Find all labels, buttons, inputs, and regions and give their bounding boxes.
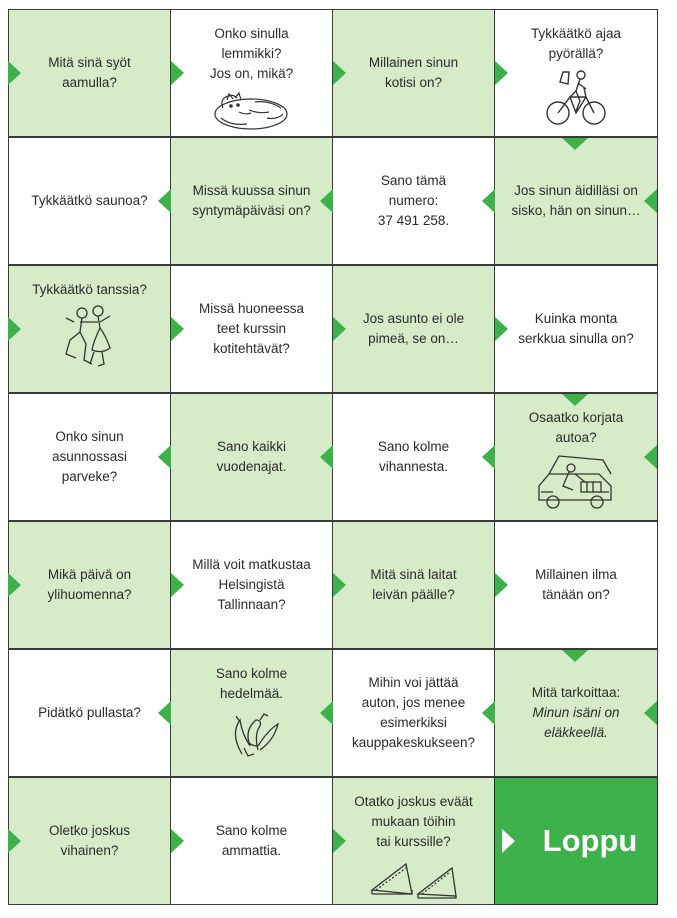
path-arrow-right-icon bbox=[333, 317, 346, 341]
board-square-r7-c2: Sano kolme ammattia. bbox=[170, 777, 333, 905]
board-square-r2-c2: Missä kuussa sinun syntymäpäiväsi on? bbox=[170, 137, 333, 265]
path-arrow-right-icon bbox=[333, 573, 346, 597]
square-question: Osaatko korjata autoa? bbox=[528, 410, 624, 445]
path-arrow-left-icon bbox=[644, 445, 657, 469]
path-arrow-left-icon bbox=[482, 445, 495, 469]
finish-square: Loppu bbox=[494, 777, 658, 905]
path-arrow-left-icon bbox=[320, 445, 333, 469]
board-square-r5-c1: Mikä päivä on ylihuomenna? bbox=[8, 521, 171, 649]
path-arrow-down-icon bbox=[562, 394, 588, 406]
square-question: Millä voit matkustaa Helsingistä Tallinn… bbox=[192, 557, 311, 612]
board-square-r6-c1: Pidätkö pullasta? bbox=[8, 649, 171, 777]
board-square-r1-c2: Onko sinulla lemmikki? Jos on, mikä? bbox=[170, 9, 333, 137]
square-question: Pidätkö pullasta? bbox=[38, 705, 141, 720]
square-question: Mitä sinä laitat leivän päälle? bbox=[370, 567, 457, 602]
board-square-r6-c2: Sano kolme hedelmää. bbox=[170, 649, 333, 777]
board-square-r6-c3: Mihin voi jättää auton, jos menee esimer… bbox=[332, 649, 495, 777]
board-square-r2-c3: Sano tämä numero: 37 491 258. bbox=[332, 137, 495, 265]
board-square-r6-c4: Mitä tarkoittaa: Minun isäni on eläkkeell… bbox=[494, 649, 658, 777]
path-arrow-right-icon bbox=[8, 317, 21, 341]
square-question: Sano tämä numero: 37 491 258. bbox=[377, 173, 450, 228]
path-arrow-down-icon bbox=[562, 138, 588, 150]
square-question: Tykkäätkö ajaa pyörällä? bbox=[530, 26, 622, 61]
square-question: Tykkäätkö saunoa? bbox=[31, 193, 148, 208]
path-arrow-right-icon bbox=[171, 61, 184, 85]
board-square-r3-c4: Kuinka monta serkkua sinulla on? bbox=[494, 265, 658, 393]
path-arrow-right-icon bbox=[8, 573, 21, 597]
path-arrow-down-icon bbox=[562, 650, 588, 662]
cyclist-icon bbox=[545, 68, 607, 134]
square-question: Onko sinulla lemmikki? Jos on, mikä? bbox=[209, 26, 294, 81]
path-arrow-left-icon bbox=[644, 189, 657, 213]
path-arrow-right-icon bbox=[333, 829, 346, 853]
path-arrow-right-icon bbox=[495, 317, 508, 341]
square-italic-phrase: Minun isäni on eläkkeellä. bbox=[532, 705, 620, 740]
board-square-r4-c3: Sano kolme vihannesta. bbox=[332, 393, 495, 521]
square-question: Jos asunto ei ole pimeä, se on… bbox=[362, 311, 465, 346]
finish-arrow-icon bbox=[502, 829, 515, 853]
finish-label: Loppu bbox=[542, 823, 638, 858]
square-question: Tykkäätkö tanssia? bbox=[32, 282, 147, 297]
path-arrow-left-icon bbox=[158, 445, 171, 469]
board-square-r7-c3: Otatko joskus eväät mukaan töihin tai ku… bbox=[332, 777, 495, 905]
path-arrow-right-icon bbox=[495, 573, 508, 597]
square-question: Otatko joskus eväät mukaan töihin tai ku… bbox=[354, 794, 473, 849]
board-square-r4-c2: Sano kaikki vuodenajat. bbox=[170, 393, 333, 521]
path-arrow-left-icon bbox=[320, 189, 333, 213]
square-question: Millainen sinun kotisi on? bbox=[368, 55, 459, 90]
board-square-r3-c1: Tykkäätkö tanssia? bbox=[8, 265, 171, 393]
square-question: Mitä tarkoittaa: bbox=[531, 685, 621, 700]
car-repair-icon bbox=[531, 452, 621, 516]
square-question: Oletko joskus vihainen? bbox=[48, 823, 131, 858]
board-square-r2-c4: Jos sinun äidilläsi on sisko, hän on sin… bbox=[494, 137, 658, 265]
square-question: Missä kuussa sinun syntymäpäiväsi on? bbox=[192, 183, 311, 218]
board-square-r1-c3: Millainen sinun kotisi on? bbox=[332, 9, 495, 137]
path-arrow-left-icon bbox=[482, 189, 495, 213]
square-question: Missä huoneessa teet kurssin kotitehtävä… bbox=[198, 301, 305, 356]
square-question: Sano kolme hedelmää. bbox=[215, 666, 288, 701]
path-arrow-right-icon bbox=[171, 317, 184, 341]
square-question: Millainen ilma tänään on? bbox=[535, 567, 617, 602]
path-arrow-left-icon bbox=[158, 189, 171, 213]
square-question: Onko sinun asunnossasi parveke? bbox=[51, 429, 128, 484]
cat-icon bbox=[209, 88, 295, 138]
board-square-r5-c2: Millä voit matkustaa Helsingistä Tallinn… bbox=[170, 521, 333, 649]
board-square-r3-c3: Jos asunto ei ole pimeä, se on… bbox=[332, 265, 495, 393]
square-question: Kuinka monta serkkua sinulla on? bbox=[518, 311, 634, 346]
square-question: Jos sinun äidilläsi on sisko, hän on sin… bbox=[511, 183, 641, 218]
board-square-r5-c4: Millainen ilma tänään on? bbox=[494, 521, 658, 649]
square-question: Mihin voi jättää auton, jos menee esimer… bbox=[351, 675, 476, 750]
path-arrow-left-icon bbox=[158, 701, 171, 725]
board-square-r4-c4: Osaatko korjata autoa? bbox=[494, 393, 658, 521]
path-arrow-right-icon bbox=[495, 61, 508, 85]
square-question: Mitä sinä syöt aamulla? bbox=[48, 55, 131, 90]
board-square-r4-c1: Onko sinun asunnossasi parveke? bbox=[8, 393, 171, 521]
board-square-r5-c3: Mitä sinä laitat leivän päälle? bbox=[332, 521, 495, 649]
banana-icon bbox=[224, 708, 280, 764]
path-arrow-right-icon bbox=[333, 61, 346, 85]
square-question: Sano kolme ammattia. bbox=[215, 823, 288, 858]
path-arrow-left-icon bbox=[644, 701, 657, 725]
path-arrow-right-icon bbox=[171, 829, 184, 853]
board-square-r2-c1: Tykkäätkö saunoa? bbox=[8, 137, 171, 265]
path-arrow-right-icon bbox=[171, 573, 184, 597]
path-arrow-right-icon bbox=[8, 61, 21, 85]
sandwich-icon bbox=[368, 856, 460, 906]
path-arrow-left-icon bbox=[320, 701, 333, 725]
square-question: Sano kolme vihannesta. bbox=[377, 439, 450, 474]
path-arrow-right-icon bbox=[8, 829, 21, 853]
board-square-r7-c1: Oletko joskus vihainen? bbox=[8, 777, 171, 905]
path-arrow-left-icon bbox=[482, 701, 495, 725]
square-question: Mikä päivä on ylihuomenna? bbox=[47, 567, 132, 602]
square-question: Sano kaikki vuodenajat. bbox=[216, 439, 287, 474]
board-square-r1-c1: Mitä sinä syöt aamulla? bbox=[8, 9, 171, 137]
board-square-r1-c4: Tykkäätkö ajaa pyörällä? bbox=[494, 9, 658, 137]
board-square-r3-c2: Missä huoneessa teet kurssin kotitehtävä… bbox=[170, 265, 333, 393]
game-board: Mitä sinä syöt aamulla? Onko sinulla lemm… bbox=[8, 9, 658, 905]
dancers-icon bbox=[60, 304, 120, 374]
